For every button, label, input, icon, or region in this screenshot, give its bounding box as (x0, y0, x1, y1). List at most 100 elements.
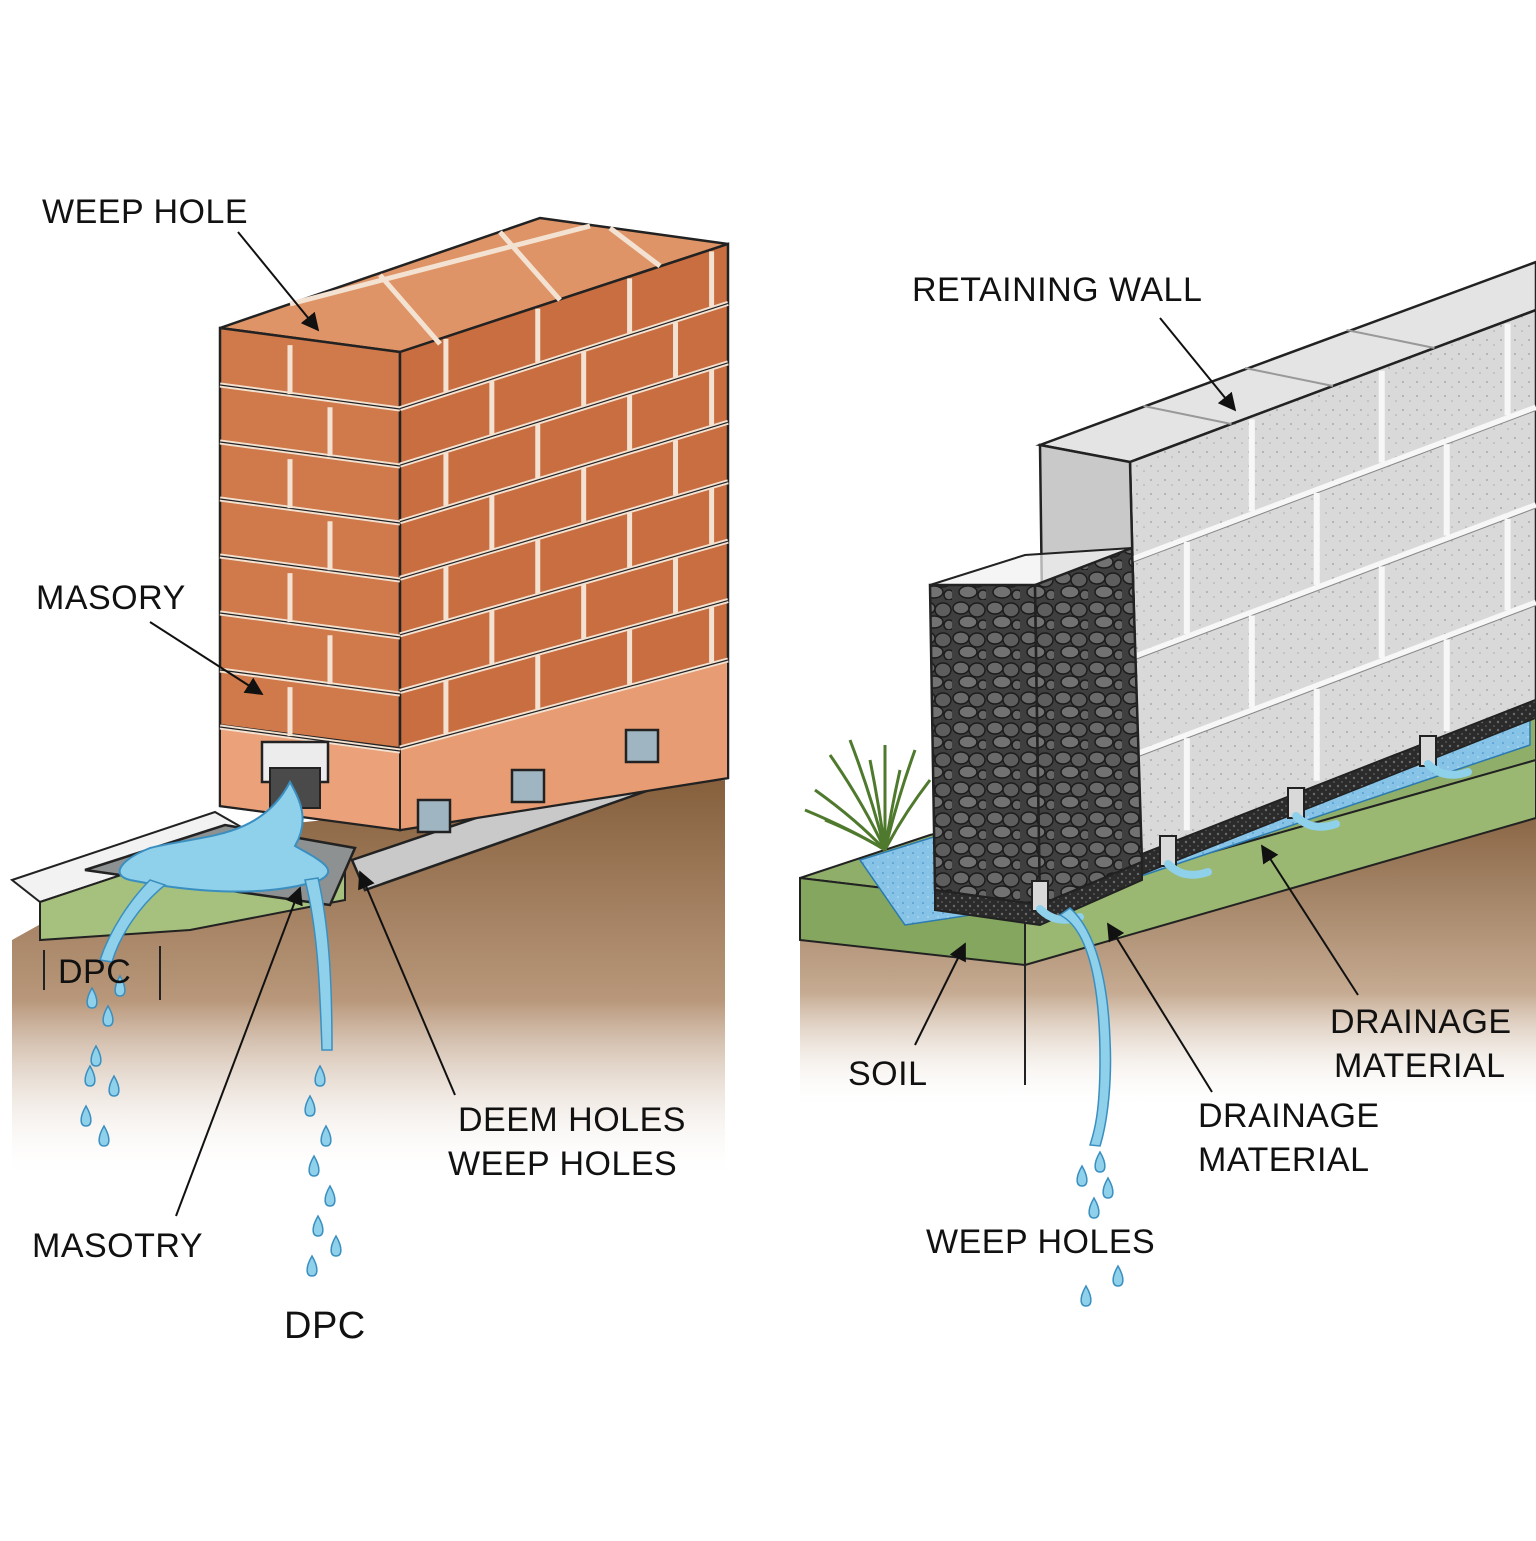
label-masotry: MASOTRY (32, 1227, 204, 1265)
label-retaining-wall: RETAINING WALL (912, 271, 1203, 309)
grass-blade (814, 788, 887, 852)
dpc-bracket (43, 946, 161, 1000)
water-drop (84, 1064, 96, 1087)
water-drop (304, 1094, 316, 1117)
water-drop (1094, 1150, 1106, 1173)
right-block-joints (1128, 323, 1536, 831)
block-joint (1128, 502, 1536, 662)
water-drop (98, 1124, 110, 1147)
left-water-stream-b (304, 877, 333, 1051)
label-soil: SOIL (848, 1055, 928, 1093)
leader-drainage-a (1261, 844, 1359, 996)
left-weep-hole-3 (624, 728, 660, 764)
water-drop (312, 1214, 324, 1237)
block-joint (1128, 404, 1536, 564)
gabion-front (928, 583, 1042, 907)
water-drop (1112, 1264, 1124, 1287)
right-water-stream (1058, 907, 1112, 1147)
label-dpc-small: DPC (58, 953, 132, 991)
brick-joint-edge (399, 362, 729, 466)
brick-joint-edge (399, 302, 729, 410)
grass-blade (824, 818, 886, 852)
brick-joint (608, 226, 662, 268)
block-joint (1128, 599, 1536, 760)
label-weep-holes: WEEP HOLES (926, 1223, 1156, 1261)
block-joint-edge (1244, 367, 1334, 387)
label-dpc-large: DPC (284, 1305, 366, 1347)
water-drop (1076, 1164, 1088, 1187)
grass-tuft (804, 739, 932, 852)
brick-joint-edge (219, 498, 401, 524)
right-soil (800, 818, 1536, 1110)
block-joint-edge (1346, 329, 1435, 349)
leader-retaining-wall (1159, 317, 1237, 412)
grass-blade (828, 754, 887, 851)
leader-weep-hole (237, 231, 320, 332)
water-drop (102, 1004, 114, 1027)
brick-joint-edge (399, 481, 729, 579)
label-deem-holes-line2: WEEP HOLES (448, 1145, 678, 1184)
block-joint-edge (1143, 405, 1232, 425)
block-joint-edge (1129, 605, 1536, 761)
brick-joint-edge (219, 441, 401, 467)
water-drop (114, 974, 126, 997)
left-water-flow (118, 779, 329, 893)
brick-joint (289, 223, 591, 307)
label-deem-holes-line1: DEEM HOLES (458, 1101, 686, 1139)
leader-masory (149, 621, 264, 695)
water-drop (1088, 1196, 1100, 1219)
water-drop (1102, 1176, 1114, 1199)
left-water-stream-a (99, 879, 167, 963)
brick-joint-edge (399, 599, 729, 693)
grass-blade (883, 749, 917, 851)
brick-joint (498, 230, 562, 302)
water-drop (108, 1074, 120, 1097)
right-water-drops (1076, 1150, 1124, 1307)
right-grass-side (1024, 758, 1536, 967)
brick-joint-edge (219, 612, 401, 638)
water-drop (330, 1234, 342, 1257)
leader-deem-holes (358, 870, 456, 1096)
water-drop (308, 1154, 320, 1177)
left-brick-courses (219, 223, 729, 754)
water-drop (90, 1044, 102, 1067)
weep-spout (1424, 760, 1472, 779)
water-drop (1080, 1284, 1092, 1307)
block-joint-edge (1129, 507, 1536, 662)
label-drainage-a-line2: MATERIAL (1334, 1047, 1506, 1086)
right-diagram (799, 260, 1536, 1307)
leader-drainage-b (1107, 922, 1213, 1093)
water-drop (86, 986, 98, 1009)
label-weep-hole: WEEP HOLE (42, 193, 249, 231)
left-weep-hole-1 (416, 798, 452, 834)
left-diagram (9, 216, 730, 1277)
brick-joint-edge (219, 384, 401, 410)
label-drainage-material-a: DRAINAGE MATERIAL (1330, 1000, 1512, 1088)
leader-masotry (175, 886, 303, 1217)
brick-joint-edge (219, 726, 401, 752)
brick-joint-edge (399, 540, 729, 636)
label-drainage-b-line1: DRAINAGE (1198, 1097, 1380, 1135)
block-joint-edge (1129, 410, 1536, 564)
water-drop (314, 1064, 326, 1087)
label-deem-holes: DEEM HOLES WEEP HOLES (448, 1098, 686, 1186)
water-drop (80, 1104, 92, 1127)
left-weep-hole-2 (510, 768, 546, 804)
water-drop (320, 1124, 332, 1147)
brick-joint-edge (219, 555, 401, 581)
label-drainage-material-b: DRAINAGE MATERIAL (1198, 1094, 1380, 1182)
leader-soil (914, 942, 966, 1046)
label-masory: MASORY (36, 579, 186, 617)
gabion-side (1033, 546, 1144, 907)
brick-joint (378, 273, 442, 346)
grass-blade (883, 779, 932, 851)
left-water-drops (80, 974, 342, 1277)
label-drainage-b-line2: MATERIAL (1198, 1141, 1370, 1180)
label-drainage-a-line1: DRAINAGE (1330, 1003, 1512, 1041)
water-drop (306, 1254, 318, 1277)
water-drop (324, 1184, 336, 1207)
brick-joint-edge (399, 421, 729, 523)
brick-joint-edge (399, 659, 729, 749)
